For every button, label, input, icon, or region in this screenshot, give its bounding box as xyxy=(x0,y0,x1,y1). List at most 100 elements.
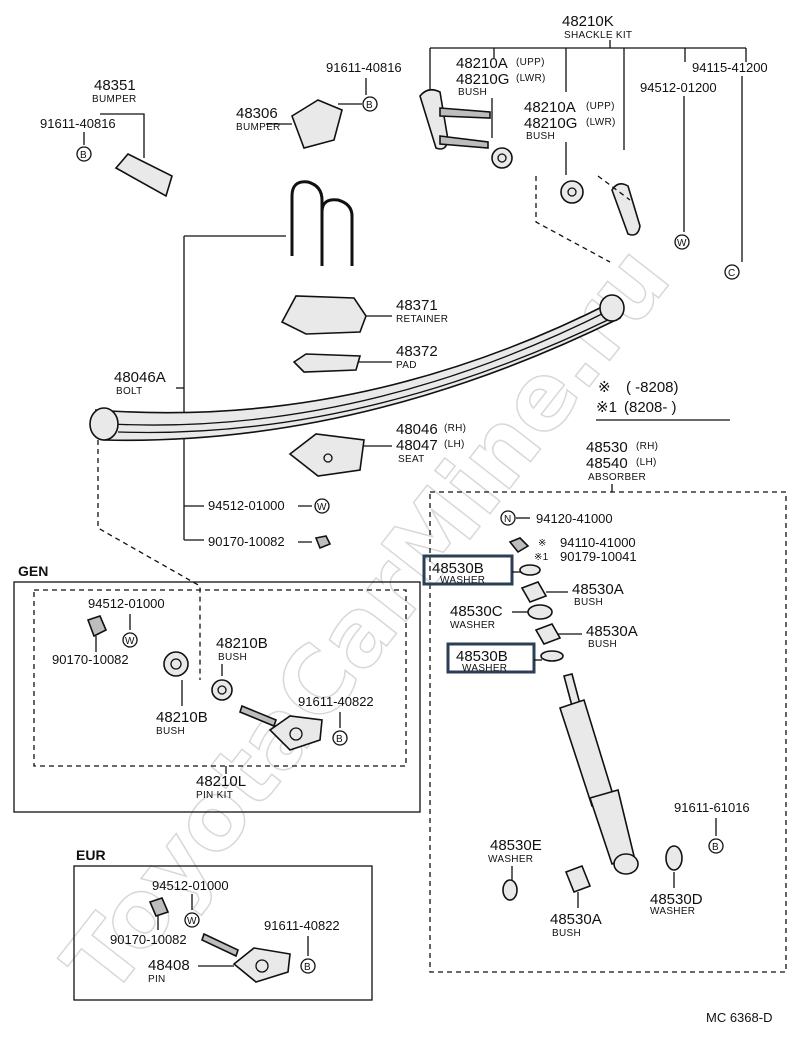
u-bolt xyxy=(290,180,354,266)
bush-a2-caption: BUSH xyxy=(588,639,617,650)
gen-pin-plate-hole xyxy=(289,727,303,741)
n-marker xyxy=(500,510,516,526)
b-marker-absorber xyxy=(708,838,724,854)
pin-kit-caption: PIN KIT xyxy=(196,790,233,801)
washer-b2-caption: WASHER xyxy=(462,663,507,674)
washer-c-caption: WASHER xyxy=(450,620,495,631)
b-marker-top xyxy=(362,96,378,112)
bumper-48351 xyxy=(114,153,173,198)
part-94110-41000: 94110-41000 xyxy=(560,535,636,550)
part-48306: 48306 xyxy=(236,105,278,122)
spring-eye-rear xyxy=(599,294,625,322)
part-48530a-1: 48530A xyxy=(572,581,624,598)
bolt-caption: BOLT xyxy=(116,386,143,397)
tag-absorber-rh: (RH) xyxy=(636,441,658,452)
shackle-plate-2 xyxy=(611,182,641,236)
washer-48530d xyxy=(665,845,683,871)
washer-48530b-1 xyxy=(519,564,541,576)
bumper-48306-caption: BUMPER xyxy=(236,122,281,133)
eur-part-91611-40822: 91611-40822 xyxy=(264,918,340,933)
bush-48210a-hole xyxy=(497,153,507,163)
star1-marker: ※1 xyxy=(534,552,549,563)
absorber-frame xyxy=(429,491,787,973)
seat-48046 xyxy=(288,433,365,477)
part-48530d: 48530D xyxy=(650,891,703,908)
part-48210a-upp-2: 48210A xyxy=(524,99,576,116)
gen-part-90170-10082: 90170-10082 xyxy=(52,652,129,667)
part-48530-rh: 48530 xyxy=(586,439,628,456)
part-90179-10041: 90179-10041 xyxy=(560,549,637,564)
washer-d-caption: WASHER xyxy=(650,906,695,917)
eur-nut xyxy=(148,897,170,917)
part-48530c: 48530C xyxy=(450,603,503,620)
part-94120-41000: 94120-41000 xyxy=(536,511,613,526)
gen-bush-48210b-1 xyxy=(163,651,189,677)
part-48540-lh: 48540 xyxy=(586,455,628,472)
absorber-caption: ABSORBER xyxy=(588,472,646,483)
b-marker-top-label: B xyxy=(366,100,373,111)
part-48530b-1: 48530B xyxy=(432,560,484,577)
bush-caption: BUSH xyxy=(458,87,487,98)
tag-absorber-lh: (LH) xyxy=(636,457,657,468)
c-marker-label: C xyxy=(728,268,736,279)
part-48530b-2: 48530B xyxy=(456,648,508,665)
part-48351: 48351 xyxy=(94,77,136,94)
shackle-kit-caption: SHACKLE KIT xyxy=(564,30,632,41)
eur-part-94512-01000: 94512-01000 xyxy=(152,878,229,893)
gen-title: GEN xyxy=(18,563,48,579)
gen-section: GEN 94512-01000 W 90170-10082 48210B BUS… xyxy=(13,563,421,813)
gen-bush-b2-caption: BUSH xyxy=(156,726,185,737)
eur-w-marker xyxy=(184,912,200,928)
part-48046a: 48046A xyxy=(114,369,166,386)
bush-48530a-2 xyxy=(534,623,562,645)
pin-caption: PIN xyxy=(148,974,166,985)
tag-upp-2: (UPP) xyxy=(586,101,615,112)
b-marker-left-label: B xyxy=(80,150,87,161)
shackle-kit-number: 48210K xyxy=(562,13,614,30)
shackle-bolt xyxy=(439,107,491,149)
nut-94110 xyxy=(508,537,530,554)
washer-e-caption: WASHER xyxy=(488,854,533,865)
watermark: ToyotaCarMine.ru xyxy=(43,227,690,1014)
tag-seat-rh: (RH) xyxy=(444,423,466,434)
axle-mount-group: 48371 RETAINER 48372 PAD 48046A BOLT 480… xyxy=(89,180,625,680)
eur-b-marker-label: B xyxy=(304,962,311,973)
b-marker-absorber-label: B xyxy=(712,842,719,853)
seat-hole xyxy=(323,453,333,463)
bush-48530a-1 xyxy=(520,581,548,603)
gen-part-48210b-2: 48210B xyxy=(156,709,208,726)
eur-part-90170-10082: 90170-10082 xyxy=(110,932,187,947)
part-48210g-lwr-2: 48210G xyxy=(524,115,577,132)
legend: ※ ( -8208) ※1 (8208- ) xyxy=(596,379,730,421)
highlight-washer-48530b-2 xyxy=(446,642,536,674)
gen-bush-b1-caption: BUSH xyxy=(218,652,247,663)
bush-48530a-3 xyxy=(564,864,592,894)
tag-lwr: (LWR) xyxy=(516,73,546,84)
legend-range-2: (8208- ) xyxy=(624,399,677,416)
retainer-caption: RETAINER xyxy=(396,314,448,325)
bush-a3-caption: BUSH xyxy=(552,928,581,939)
gen-w-marker xyxy=(122,632,138,648)
part-48371: 48371 xyxy=(396,297,438,314)
tag-upp: (UPP) xyxy=(516,57,545,68)
gen-b-marker-label: B xyxy=(336,734,343,745)
washer-b1-caption: WASHER xyxy=(440,575,485,586)
pad-48372 xyxy=(292,353,362,373)
part-48210a-upp: 48210A xyxy=(456,55,508,72)
part-90170-10082-mid: 90170-10082 xyxy=(208,534,285,549)
spring-eye-front xyxy=(89,407,119,441)
tag-seat-lh: (LH) xyxy=(444,439,465,450)
part-48210g-lwr: 48210G xyxy=(456,71,509,88)
part-48046-rh: 48046 xyxy=(396,421,438,438)
gen-part-91611-40822: 91611-40822 xyxy=(298,694,374,709)
gen-part-48210l: 48210L xyxy=(196,773,246,790)
w-marker-mid xyxy=(314,498,330,514)
pad-caption: PAD xyxy=(396,360,417,371)
part-48372: 48372 xyxy=(396,343,438,360)
part-48530a-3: 48530A xyxy=(550,911,602,928)
absorber-lower-eye xyxy=(613,853,639,875)
w-marker-label: W xyxy=(677,238,687,249)
part-94512-01000-mid: 94512-01000 xyxy=(208,498,285,513)
gen-bush-48210b-2 xyxy=(211,679,233,701)
